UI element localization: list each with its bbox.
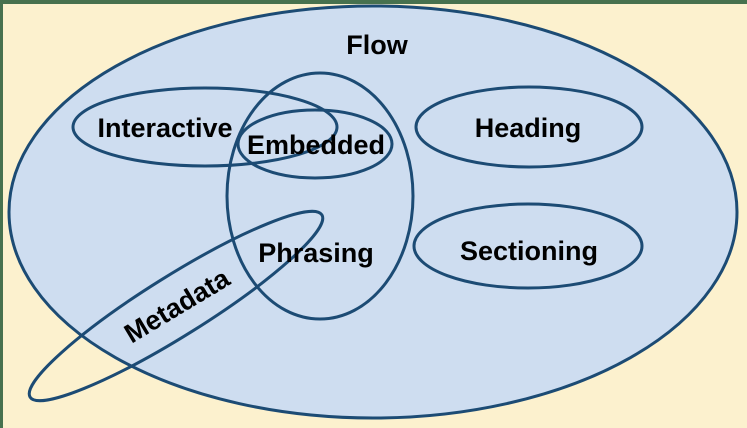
flow-label: Flow (346, 30, 408, 60)
sectioning-label: Sectioning (460, 236, 598, 266)
flow-ellipse (7, 4, 739, 420)
heading-label: Heading (475, 113, 582, 143)
metadata-ellipse (27, 209, 325, 403)
heading-ellipse (414, 85, 644, 169)
phrasing-label: Phrasing (258, 238, 374, 268)
interactive-ellipse (71, 86, 339, 168)
frame-top-edge (0, 0, 747, 4)
interactive-label: Interactive (97, 113, 232, 143)
embedded-ellipse (236, 108, 394, 180)
embedded-label: Embedded (247, 130, 385, 160)
sectioning-ellipse (412, 202, 644, 290)
phrasing-ellipse (225, 71, 415, 321)
frame-left-edge (0, 0, 3, 428)
